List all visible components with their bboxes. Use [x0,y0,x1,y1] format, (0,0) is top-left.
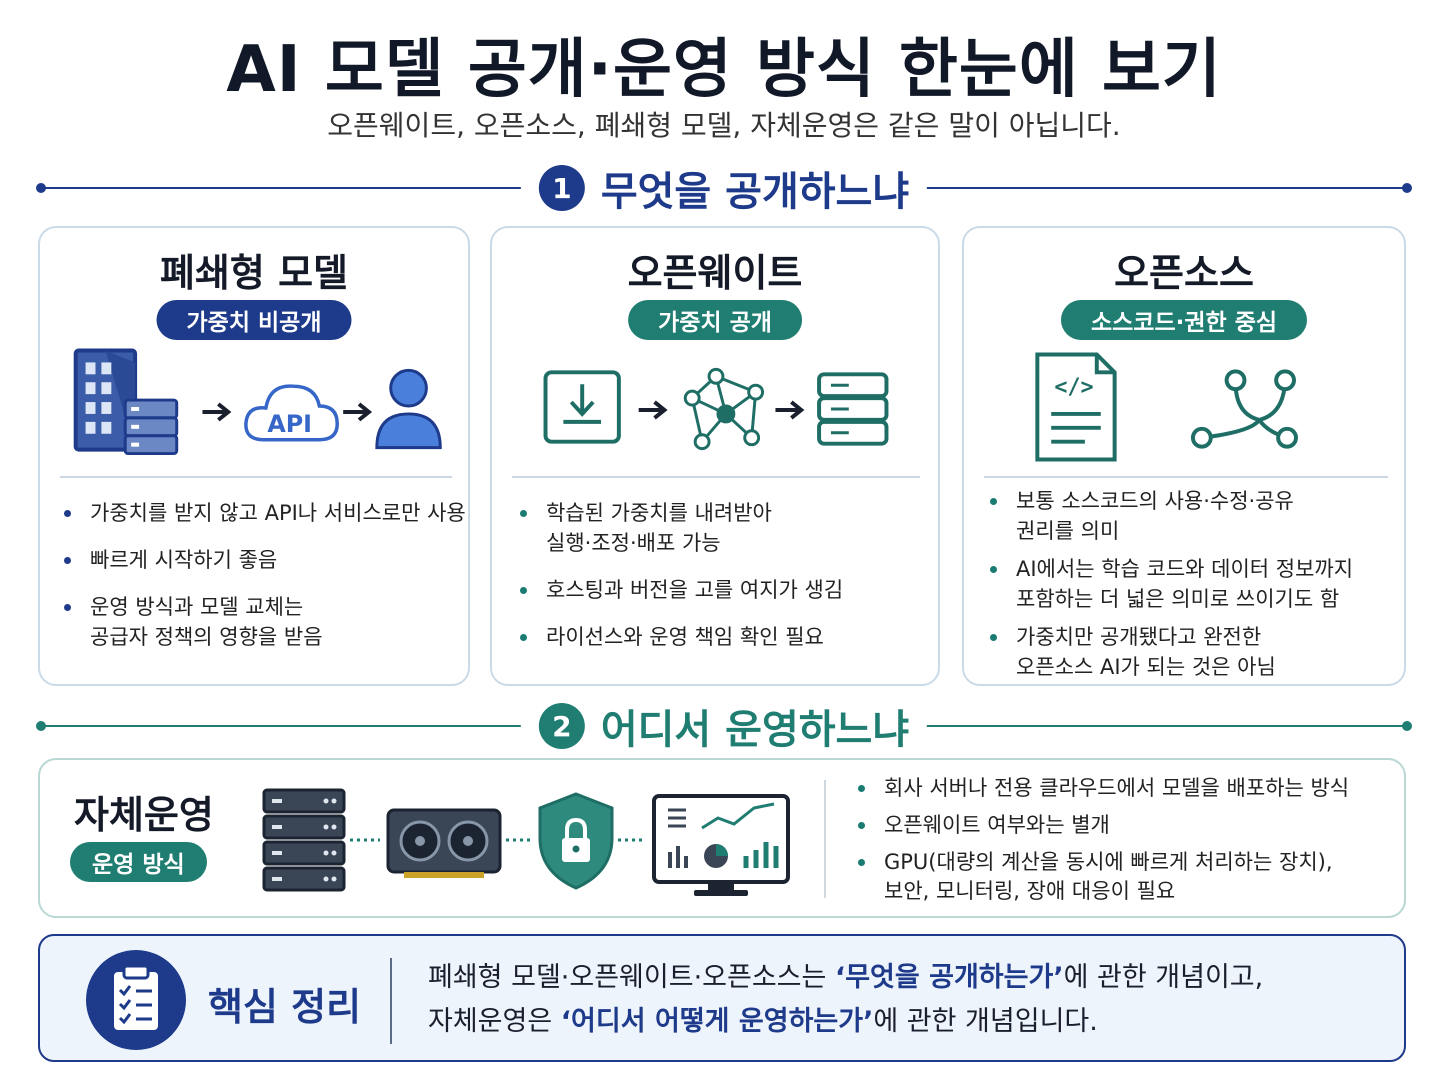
card-title: 폐쇄형 모델 [159,251,349,295]
download-icon [543,370,621,444]
section-2-header: 2 어디서 운영하느냐 [36,696,1412,756]
list-item: 호스팅과 버전을 고를 여지가 생김 [520,575,843,605]
monitoring-dashboard-icon [652,794,790,896]
server-rack-icon [262,788,346,892]
code-file-icon: </> [1035,352,1117,462]
shield-lock-icon [538,792,614,890]
summary-box: 핵심 정리 폐쇄형 모델·오픈웨이트·오픈소스는 ‘무엇을 공개하는가’에 관한… [38,934,1406,1062]
list-item: GPU(대량의 계산을 동시에 빠르게 처리하는 장치),보안, 모니터링, 장… [856,848,1349,906]
arrow-right-icon [202,402,232,422]
infrastructure-flow [262,788,790,896]
self-hosting-card: 자체운영 운영 방식 [38,758,1406,918]
server-stack-icon [817,372,889,446]
highlight-text: ‘어디서 어떻게 운영하는가’ [560,1006,874,1037]
selfhost-bullets: 회사 서버나 전용 클라우드에서 모델을 배포하는 방식 오픈웨이트 여부와는 … [856,774,1349,914]
clipboard-checklist-icon [86,950,186,1050]
list-item: 빠르게 시작하기 좋음 [64,545,466,575]
user-icon [375,368,442,450]
list-item: 가중치를 받지 않고 API나 서비스로만 사용 [64,498,466,528]
network-icon [683,367,765,451]
vertical-divider [824,780,826,898]
opensource-badge: 소스코드·권한 중심 [1060,300,1308,340]
summary-title: 핵심 정리 [208,985,362,1029]
summary-line-2: 자체운영은 ‘어디서 어떻게 운영하는가’에 관한 개념입니다. [428,1006,1098,1037]
summary-text: 폐쇄형 모델·오픈웨이트·오픈소스는 ‘무엇을 공개하는가’에 관한 개념이고,… [428,956,1263,1044]
building-icon [73,348,179,456]
section-number-badge: 1 [538,165,585,211]
section-1-header: 1 무엇을 공개하느냐 [36,158,1412,218]
arrow-right-icon [775,400,805,420]
openweight-badge: 가중치 공개 [628,300,802,340]
list-item: 라이선스와 운영 책임 확인 필요 [520,622,843,652]
code-symbol: </> [1054,375,1093,400]
highlight-text: ‘무엇을 공개하는가’ [834,962,1064,993]
closed-model-card: 폐쇄형 모델 가중치 비공개 API [38,226,470,686]
card-title: 자체운영 [74,793,214,837]
open-source-icons: </> [1035,352,1298,462]
closed-badge: 가중치 비공개 [156,300,352,340]
summary-line-1: 폐쇄형 모델·오픈웨이트·오픈소스는 ‘무엇을 공개하는가’에 관한 개념이고, [428,962,1264,993]
card-divider [984,476,1388,478]
list-item: 회사 서버나 전용 클라우드에서 모델을 배포하는 방식 [856,774,1349,803]
arrow-right-icon [343,402,373,422]
line-dot-right [1402,183,1412,193]
section-2-label: 2 어디서 운영하느냐 [520,696,928,756]
gpu-icon [386,808,502,878]
card-divider [60,476,452,478]
branch-icon [1190,369,1298,449]
section-1-label: 1 무엇을 공개하느냐 [520,158,928,218]
closed-bullets: 가중치를 받지 않고 API나 서비스로만 사용 빠르게 시작하기 좋음 운영 … [64,498,466,669]
api-label: API [267,410,312,438]
card-divider [512,476,920,478]
list-item: 오픈웨이트 여부와는 별개 [856,811,1349,840]
arrow-right-icon [638,400,668,420]
vertical-divider [390,958,392,1044]
closed-model-flow: API [73,348,442,456]
card-title: 오픈웨이트 [627,251,803,295]
card-title: 오픈소스 [1114,251,1254,295]
selfhost-badge: 운영 방식 [70,842,207,882]
section-number-badge: 2 [538,703,585,749]
section-title: 어디서 운영하느냐 [600,707,910,753]
page-title: AI 모델 공개·운영 방식 한눈에 보기 [226,33,1222,107]
open-weight-flow [543,367,889,451]
line-dot-right [1402,721,1412,731]
page-subtitle: 오픈웨이트, 오픈소스, 폐쇄형 모델, 자체운영은 같은 말이 아닙니다. [327,109,1121,142]
cloud-icon: API [244,384,339,442]
section-title: 무엇을 공개하느냐 [600,169,910,215]
